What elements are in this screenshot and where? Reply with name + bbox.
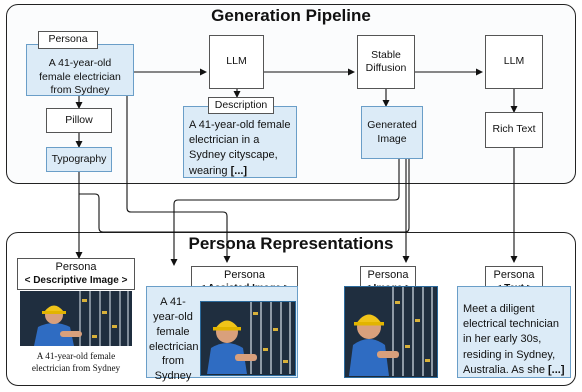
assisted-image-side-text: A 41-year-old female electrician from Sy… (149, 296, 199, 383)
electrician-photo-icon (201, 302, 294, 374)
electrician-photo-icon (345, 287, 436, 376)
rich-text-box: Rich Text (485, 112, 543, 148)
arrow-generated-to-descriptive-photo (79, 159, 410, 233)
electrician-photo-icon (20, 291, 132, 346)
assisted-image-photo (200, 301, 296, 376)
image-label: Persona (367, 269, 409, 282)
generated-image-box: Generated Image (361, 106, 423, 159)
descriptive-image-photo (20, 291, 132, 346)
persona-input-box: A 41-year-old female electrician from Sy… (26, 44, 134, 96)
descriptive-image-sub: < Descriptive Image > (24, 274, 128, 286)
text-body: Meet a diligent electrical technician in… (463, 303, 565, 376)
description-text: A 41-year-old female electrician in a Sy… (189, 119, 291, 177)
descriptive-image-label: Persona (55, 261, 97, 274)
persona-label: Persona (38, 31, 98, 49)
llm-box-2: LLM (485, 35, 543, 89)
arrow-generated-to-assisted (170, 159, 400, 266)
typography-box: Typography (46, 147, 112, 172)
assisted-image-label: Persona (224, 269, 265, 282)
pillow-box: Pillow (46, 108, 112, 133)
llm-box-1: LLM (209, 35, 264, 89)
generation-pipeline-title: Generation Pipeline (211, 6, 371, 25)
text-panel: Meet a diligent electrical technician in… (457, 286, 571, 378)
text-label: Persona (493, 269, 535, 282)
description-box: A 41-year-old female electrician in a Sy… (183, 106, 297, 178)
descriptive-image-caption: A 41-year-old female electrician from Sy… (31, 351, 121, 374)
description-label: Description (208, 97, 274, 114)
arrow-persona-to-assisted (126, 96, 231, 263)
image-photo (344, 286, 438, 378)
persona-input-text: A 41-year-old female electrician from Sy… (39, 57, 121, 97)
descriptive-image-tag: Persona < Descriptive Image > (17, 258, 135, 290)
persona-representations-title: Persona Representations (188, 234, 394, 253)
stable-diffusion-box: Stable Diffusion (357, 35, 415, 89)
assisted-image-panel: A 41-year-old female electrician from Sy… (146, 286, 298, 382)
